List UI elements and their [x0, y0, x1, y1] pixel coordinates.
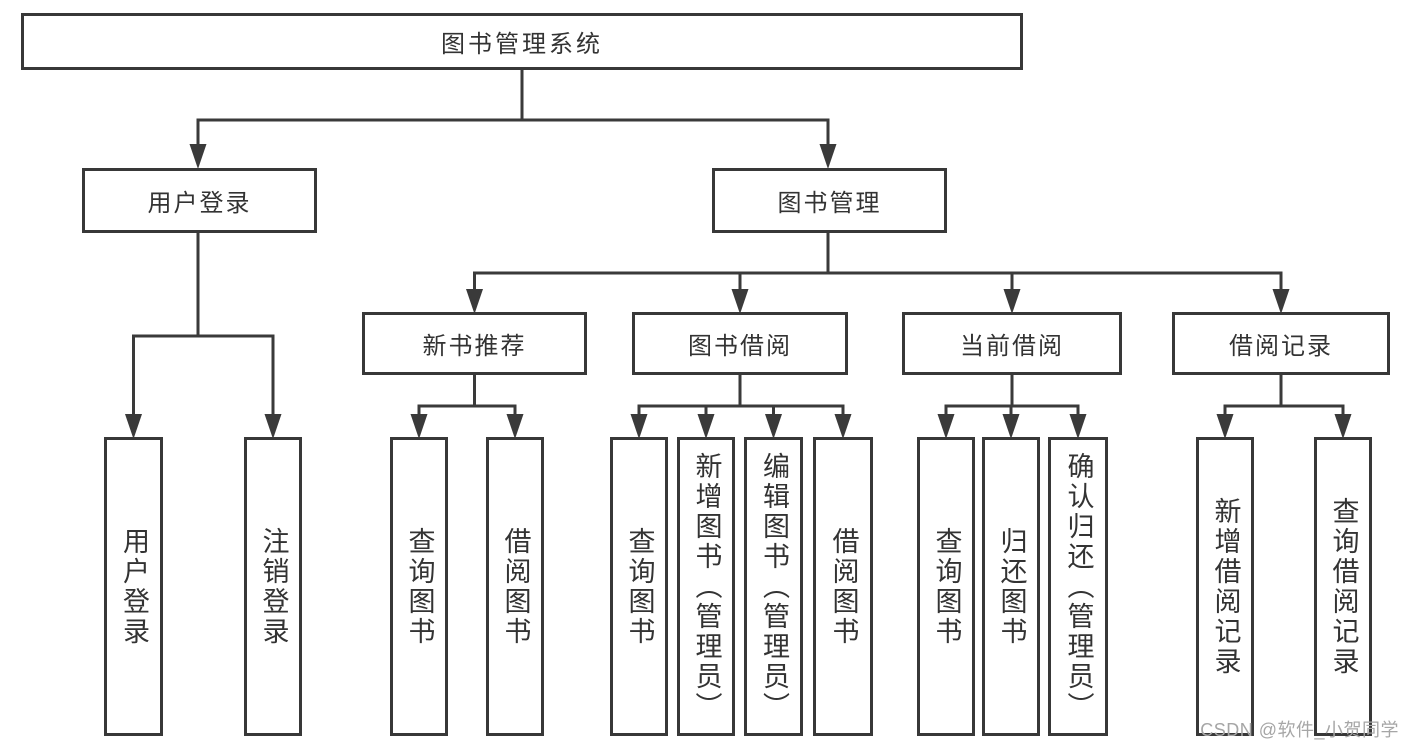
node-current-borrow: 当前借阅: [902, 312, 1122, 375]
leaf-label: 新增借阅记录: [1210, 496, 1241, 677]
leaf-label: 查询图书: [404, 526, 435, 647]
leaf-label: 查询借阅记录: [1328, 496, 1359, 677]
leaf-query-borrow-record: 查询借阅记录: [1314, 437, 1372, 736]
leaf-label: 借阅图书: [828, 526, 859, 647]
node-book-borrow: 图书借阅: [632, 312, 848, 375]
node-label: 用户登录: [147, 190, 252, 217]
leaf-label: 新增图书（管理员）: [691, 451, 722, 722]
node-label: 图书管理: [777, 190, 882, 217]
leaf-label: 归还图书: [996, 526, 1027, 647]
leaf-borrow-book-recommend: 借阅图书: [486, 437, 544, 736]
leaf-borrow-book: 借阅图书: [813, 437, 873, 736]
node-label: 图书借阅: [688, 333, 792, 360]
node-label: 当前借阅: [960, 333, 1064, 360]
leaf-confirm-return-admin: 确认归还（管理员）: [1048, 437, 1108, 736]
leaf-logout-login: 注销登录: [244, 437, 302, 736]
leaf-label: 查询图书: [624, 526, 655, 647]
node-label: 借阅记录: [1229, 333, 1333, 360]
leaf-query-book-borrow: 查询图书: [610, 437, 668, 736]
leaf-query-book-current: 查询图书: [917, 437, 975, 736]
leaf-edit-book-admin: 编辑图书（管理员）: [744, 437, 803, 736]
arrowhead-icons: [125, 144, 1352, 439]
leaf-add-borrow-record: 新增借阅记录: [1196, 437, 1254, 736]
node-book-management: 图书管理: [712, 168, 947, 233]
node-label: 新书推荐: [422, 333, 527, 360]
leaf-add-book-admin: 新增图书（管理员）: [677, 437, 735, 736]
leaf-label: 用户登录: [119, 526, 149, 647]
leaf-query-book-recommend: 查询图书: [390, 437, 448, 736]
leaf-user-login: 用户登录: [104, 437, 163, 736]
node-borrow-records: 借阅记录: [1172, 312, 1390, 375]
leaf-label: 编辑图书（管理员）: [759, 451, 789, 722]
node-library-management-system: 图书管理系统: [21, 13, 1023, 70]
leaf-label: 确认归还（管理员）: [1063, 451, 1094, 722]
node-new-book-recommend: 新书推荐: [362, 312, 587, 375]
watermark: CSDN @软件_小贺同学: [1200, 720, 1399, 740]
leaf-label: 查询图书: [931, 526, 962, 647]
leaf-label: 注销登录: [258, 526, 289, 647]
node-user-login: 用户登录: [82, 168, 317, 233]
node-label: 图书管理系统: [441, 31, 603, 58]
leaf-label: 借阅图书: [500, 526, 531, 647]
leaf-return-book: 归还图书: [982, 437, 1040, 736]
